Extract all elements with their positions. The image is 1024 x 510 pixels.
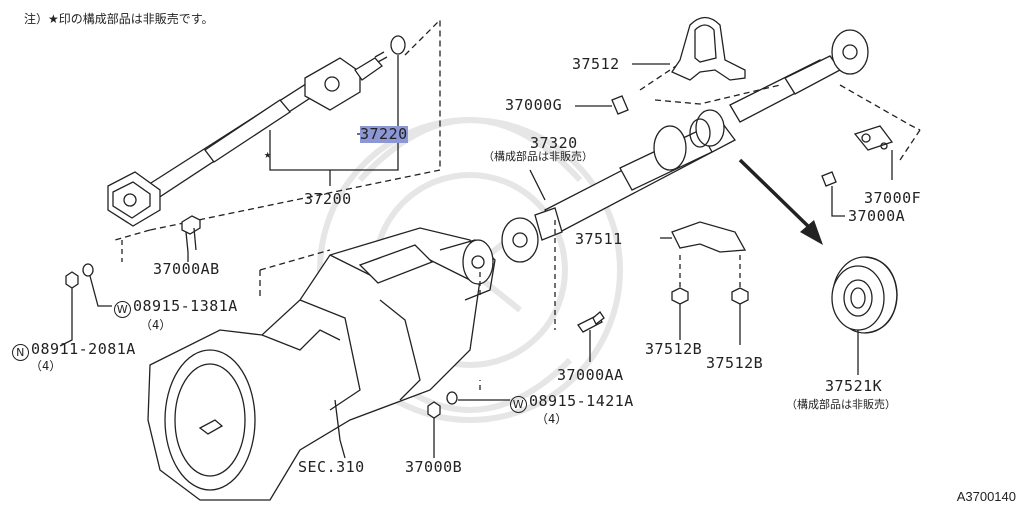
nut-37512B-left [671, 287, 689, 305]
non-sale-note: 注）★印の構成部品は非販売です。 [24, 12, 214, 26]
part-37512-label[interactable]: 37512 [572, 55, 620, 73]
section-310-reference[interactable]: SEC.310 [298, 458, 365, 476]
part-37521K-note: （構成部品は非販売） [786, 398, 896, 411]
part-37512B-label-right[interactable]: 37512B [706, 354, 764, 372]
part-08915-1381A-number: 08915-1381A [133, 297, 238, 315]
nut-n-symbol: N [12, 344, 29, 361]
part-37000G-label[interactable]: 37000G [505, 96, 563, 114]
seal-ring-37220 [390, 35, 406, 55]
bracket-37511 [660, 221, 747, 253]
star-marker: ★ [264, 147, 272, 161]
part-37521K-label[interactable]: 37521K [825, 377, 883, 395]
detail-arrow [738, 158, 823, 245]
bracket-37512 [671, 16, 746, 81]
washer-w-symbol: W [114, 301, 131, 318]
part-37320-label[interactable]: 37320 [530, 134, 578, 152]
part-37220-label[interactable]: 37220 [360, 125, 408, 143]
part-08915-1421A-qty: （4） [536, 412, 568, 426]
bracket-37000F [853, 125, 894, 151]
part-37000B-label[interactable]: 37000B [405, 458, 463, 476]
center-bearing-37521K [831, 256, 898, 334]
part-08915-1421A-number: 08915-1421A [529, 392, 634, 410]
transmission-sec310 [147, 227, 496, 501]
part-37000AB-label[interactable]: 37000AB [153, 260, 220, 278]
part-37000AA-label[interactable]: 37000AA [557, 366, 624, 384]
assembly-outline-rear [479, 220, 556, 390]
part-37200-label[interactable]: 37200 [304, 190, 352, 208]
assembly-outline-front [114, 18, 441, 241]
grommet-37000G [611, 95, 629, 115]
bolt-37000A [821, 171, 845, 217]
nut-washer-front [59, 263, 112, 347]
washer-1421 [446, 391, 458, 405]
bolt-37000AB [181, 215, 201, 262]
propeller-shaft-37200 [107, 51, 388, 227]
washer-w-symbol-2: W [510, 396, 527, 413]
nut-37000B [427, 401, 441, 419]
nut-37512B-right [731, 287, 749, 305]
propeller-shaft-37320 [501, 29, 869, 263]
part-37511-label[interactable]: 37511 [575, 230, 623, 248]
part-37320-note: （構成部品は非販売） [483, 150, 593, 163]
part-08911-2081A-number: 08911-2081A [31, 340, 136, 358]
part-37000F-label[interactable]: 37000F [864, 189, 922, 207]
figure-id: A3700140 [956, 489, 1016, 504]
part-08915-1381A-qty: （4） [140, 318, 172, 332]
part-37000A-label[interactable]: 37000A [848, 207, 906, 225]
part-08911-2081A-qty: （4） [30, 359, 62, 373]
bolt-37000AA [577, 311, 605, 362]
part-37512B-label-left[interactable]: 37512B [645, 340, 703, 358]
